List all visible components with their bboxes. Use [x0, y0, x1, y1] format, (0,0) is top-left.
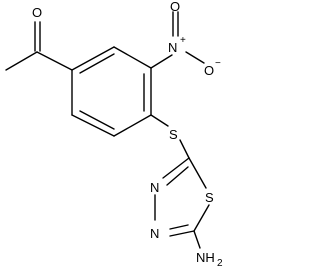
label-ring-nitrogen-4: N [150, 180, 159, 195]
bond-carbonyl-ring [36, 51, 73, 71]
label-thioether-sulfur: S [169, 127, 178, 142]
molecule-structure-diagram: O N + O O − S N S N NH 2 [5, 0, 223, 269]
label-nitro-oxygen-top: O [170, 0, 180, 14]
label-nitro-minus: − [215, 58, 221, 69]
label-nitro-nitrogen: N [168, 40, 177, 55]
bond-c2-n3-inner [169, 224, 189, 230]
bond-ring-c1-c2-inner [79, 53, 115, 74]
bond-ring-c4-c5 [113, 114, 152, 137]
bond-sulfur-thiadiazole [179, 139, 190, 159]
bond-methyl-carbonyl [5, 51, 38, 71]
bond-ring-c2-c3 [113, 46, 152, 69]
bond-c2-amino [193, 230, 201, 249]
bond-ring-c5-c6-inner [79, 110, 115, 130]
label-amino-subscript: 2 [217, 258, 223, 269]
atom-labels: O N + O O − S N S N NH 2 [32, 0, 223, 269]
bond-ring-nitro [150, 54, 173, 69]
bond-c5-sulfur [188, 157, 207, 189]
bond-c2-n3 [169, 230, 195, 237]
bond-n4-c5 [162, 157, 190, 179]
label-nitro-oxygen-right: O [204, 63, 214, 78]
bond-nitro-oxygen-single [185, 51, 205, 64]
bond-ring-c5-c6 [71, 114, 115, 137]
bond-sulfur-c2 [193, 204, 210, 232]
label-carbonyl-oxygen: O [32, 5, 42, 20]
label-ring-nitrogen-3: N [150, 226, 159, 241]
bonds [5, 11, 210, 249]
bond-n4-c5-inner [166, 166, 189, 186]
label-nitro-plus: + [180, 35, 186, 46]
label-amino-group: NH [196, 250, 215, 265]
label-ring-sulfur: S [205, 190, 214, 205]
bond-ring-sulfur [150, 114, 169, 127]
bond-ring-c1-c2 [71, 46, 115, 71]
